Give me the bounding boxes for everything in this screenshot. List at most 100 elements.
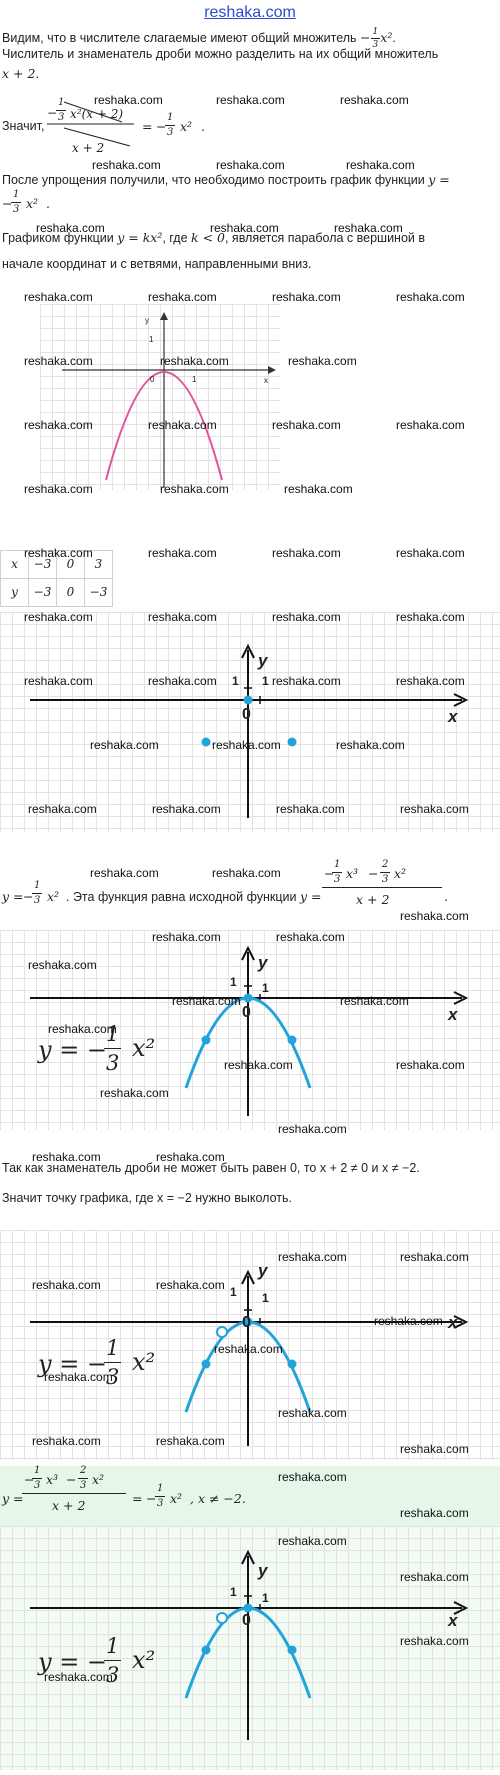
watermark: reshaka.com: [212, 738, 281, 752]
watermark: reshaka.com: [92, 158, 161, 172]
small-tick-x: 1: [192, 375, 197, 384]
watermark: reshaka.com: [44, 1670, 113, 1684]
final-eq: =: [132, 1491, 143, 1506]
p5-num-minus: −: [324, 866, 335, 881]
paragraph-denominator: Так как знаменатель дроби не может быть …: [2, 1161, 420, 1175]
res-period: .: [201, 119, 205, 134]
cancel-stroke-1: [63, 101, 123, 123]
den-x-plus-2: x + 2: [72, 141, 105, 155]
watermark: reshaka.com: [28, 958, 97, 972]
g2-point-left: [201, 1035, 211, 1045]
small-parabola: [105, 371, 223, 481]
frac-num: 1: [11, 188, 22, 203]
watermark: reshaka.com: [278, 1250, 347, 1264]
watermark: reshaka.com: [278, 1534, 347, 1548]
frac-den: 3: [34, 894, 41, 906]
watermark: reshaka.com: [272, 418, 341, 432]
watermark: reshaka.com: [400, 1250, 469, 1264]
watermark: reshaka.com: [400, 1570, 469, 1584]
g1-x-label: x: [448, 707, 458, 726]
g1-point-right: [287, 737, 297, 747]
text-graph-of: Графиком функции: [2, 231, 118, 245]
watermark: reshaka.com: [160, 482, 229, 496]
watermark: reshaka.com: [44, 1370, 113, 1384]
watermark: reshaka.com: [148, 418, 217, 432]
watermark: reshaka.com: [278, 1122, 347, 1136]
math-x2: x²: [380, 29, 393, 45]
p5-period: .: [444, 889, 448, 904]
frac-num: 2: [380, 858, 391, 873]
watermark: reshaka.com: [214, 1342, 283, 1356]
g2-curve-label-x2: x²: [132, 1034, 156, 1062]
g3-point-right: [287, 1359, 297, 1369]
watermark: reshaka.com: [160, 354, 229, 368]
graph-final: [0, 1526, 500, 1770]
text-is-parabola: , является парабола с вершиной в: [224, 231, 425, 245]
watermark: reshaka.com: [400, 1634, 469, 1648]
paragraph-x-plus-2: x + 2.: [2, 66, 40, 81]
watermark: reshaka.com: [288, 354, 357, 368]
small-y-arrow: [160, 312, 168, 320]
p3-x2: x²: [26, 196, 39, 211]
small-origin: 0: [150, 375, 155, 384]
paragraph-divide: Числитель и знаменатель дроби можно разд…: [2, 47, 439, 61]
g3-y-label: y: [258, 1261, 268, 1280]
watermark: reshaka.com: [212, 866, 281, 880]
watermark: reshaka.com: [340, 93, 409, 107]
final-num-x3: x³: [46, 1472, 59, 1487]
g3-curve-label-y: y = −: [38, 1350, 108, 1378]
watermark: reshaka.com: [148, 546, 217, 560]
table-cell: x: [0, 550, 29, 579]
frac-den: 3: [167, 126, 174, 138]
frac-num: 1: [32, 1464, 43, 1479]
g3-tick-y-label: 1: [230, 1285, 237, 1299]
g1-tick-x-label: 1: [262, 674, 269, 688]
watermark: reshaka.com: [152, 930, 221, 944]
watermark: reshaka.com: [272, 290, 341, 304]
p5-y-eq: y =: [2, 889, 24, 904]
p5-den: x + 2: [356, 892, 390, 907]
g3-y-arrow: [241, 1269, 255, 1285]
frac-den: 3: [13, 203, 20, 215]
graph-parabola-svg: [30, 945, 469, 1116]
g2-y-arrow: [241, 945, 255, 961]
watermark: reshaka.com: [400, 909, 469, 923]
g2-tick-y-label: 1: [230, 975, 237, 989]
g1-y-arrow: [241, 643, 255, 659]
frac-num: 1: [155, 1482, 166, 1497]
graph-punctured: [0, 1230, 500, 1460]
p5-text: . Эта функция равна исходной функции: [66, 890, 297, 904]
final-num-x2: x²: [92, 1472, 105, 1487]
graph-points-svg: [30, 643, 469, 818]
g4-curve-label-x2: x²: [132, 1646, 156, 1674]
g1-x-arrow: [453, 693, 469, 707]
g4-tick-y-label: 1: [230, 1585, 237, 1599]
frac-num: 1: [56, 96, 67, 111]
final-num-minus2: −: [66, 1472, 77, 1487]
table-cell: −3: [28, 550, 57, 579]
value-table-grid: x −3 0 3 y −3 0 −3: [0, 550, 113, 607]
math-y-eq: y =: [428, 172, 450, 187]
paragraph-after-simplification: После упрощения получили, что необходимо…: [2, 172, 496, 189]
small-graph-svg: [62, 312, 276, 488]
watermark: reshaka.com: [278, 1470, 347, 1484]
frac-den: 3: [80, 1479, 87, 1491]
g1-origin-label: 0: [242, 706, 251, 723]
paragraph-puncture: Значит точку графика, где x = −2 нужно в…: [2, 1191, 292, 1205]
site-link[interactable]: reshaka.com: [204, 4, 296, 21]
frac-num: 1: [332, 858, 343, 873]
final-minus: −: [146, 1491, 157, 1506]
frac-num: 1: [104, 1334, 122, 1364]
p5-minus: −: [23, 889, 34, 904]
watermark: reshaka.com: [94, 93, 163, 107]
small-graph: [40, 304, 280, 490]
g4-point-origin: [243, 1603, 253, 1613]
g2-curve-label-y: y = −: [38, 1036, 108, 1064]
complex-fraction-svg: [47, 101, 134, 147]
